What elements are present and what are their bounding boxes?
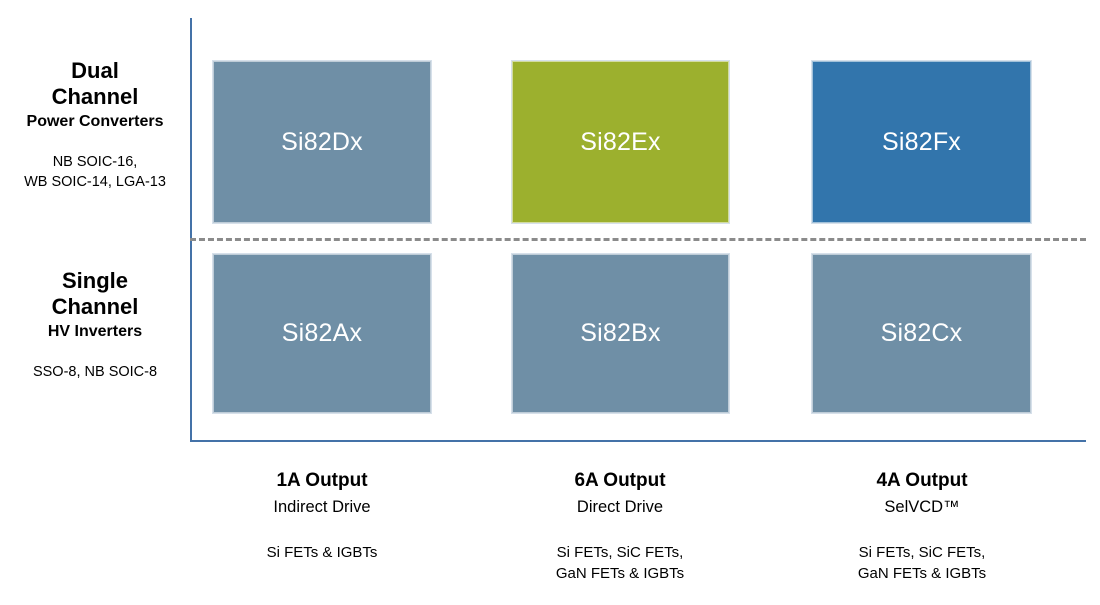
row-label-single-channel: Single Channel HV Inverters SSO-8, NB SO… [0, 268, 190, 383]
column-devices-1a-output: Si FETs & IGBTs [266, 543, 378, 561]
product-cell-si82fx[interactable]: Si82Fx [812, 61, 1031, 223]
column-title-1a-output: 1A Output [276, 470, 368, 491]
row-label-dual-channel: Dual Channel Power Converters NB SOIC-16… [0, 58, 190, 192]
column-label-4a-output: 4A Output SelVCD™ Si FETs, SiC FETs, GaN… [805, 470, 1039, 585]
column-title-6a-output: 6A Output [574, 470, 666, 491]
product-cell-si82bx[interactable]: Si82Bx [512, 254, 729, 413]
horizontal-axis-line [190, 440, 1086, 442]
row-packages-single-channel: SSO-8, NB SOIC-8 [32, 364, 158, 381]
column-devices-4a-output: Si FETs, SiC FETs, GaN FETs & IGBTs [857, 543, 987, 583]
product-cell-si82cx[interactable]: Si82Cx [812, 254, 1031, 413]
column-label-1a-output: 1A Output Indirect Drive Si FETs & IGBTs [205, 470, 439, 563]
column-subtitle-4a-output: SelVCD™ [884, 497, 960, 516]
product-cell-si82ax[interactable]: Si82Ax [213, 254, 431, 413]
column-devices-6a-output: Si FETs, SiC FETs, GaN FETs & IGBTs [555, 543, 685, 583]
product-cell-si82dx[interactable]: Si82Dx [213, 61, 431, 223]
column-subtitle-1a-output: Indirect Drive [273, 497, 371, 516]
row-packages-dual-channel: NB SOIC-16, WB SOIC-14, LGA-13 [24, 154, 166, 190]
row-subtitle-dual-channel: Power Converters [26, 113, 164, 131]
row-title-single-channel: Single Channel [51, 268, 139, 319]
vertical-axis-line [190, 18, 192, 442]
row-title-dual-channel: Dual Channel [51, 58, 139, 109]
column-label-6a-output: 6A Output Direct Drive Si FETs, SiC FETs… [503, 470, 737, 585]
column-title-4a-output: 4A Output [876, 470, 968, 491]
column-subtitle-6a-output: Direct Drive [576, 497, 664, 516]
product-cell-si82ex[interactable]: Si82Ex [512, 61, 729, 223]
row-subtitle-single-channel: HV Inverters [47, 323, 143, 341]
row-divider-dashed-line [190, 238, 1086, 241]
